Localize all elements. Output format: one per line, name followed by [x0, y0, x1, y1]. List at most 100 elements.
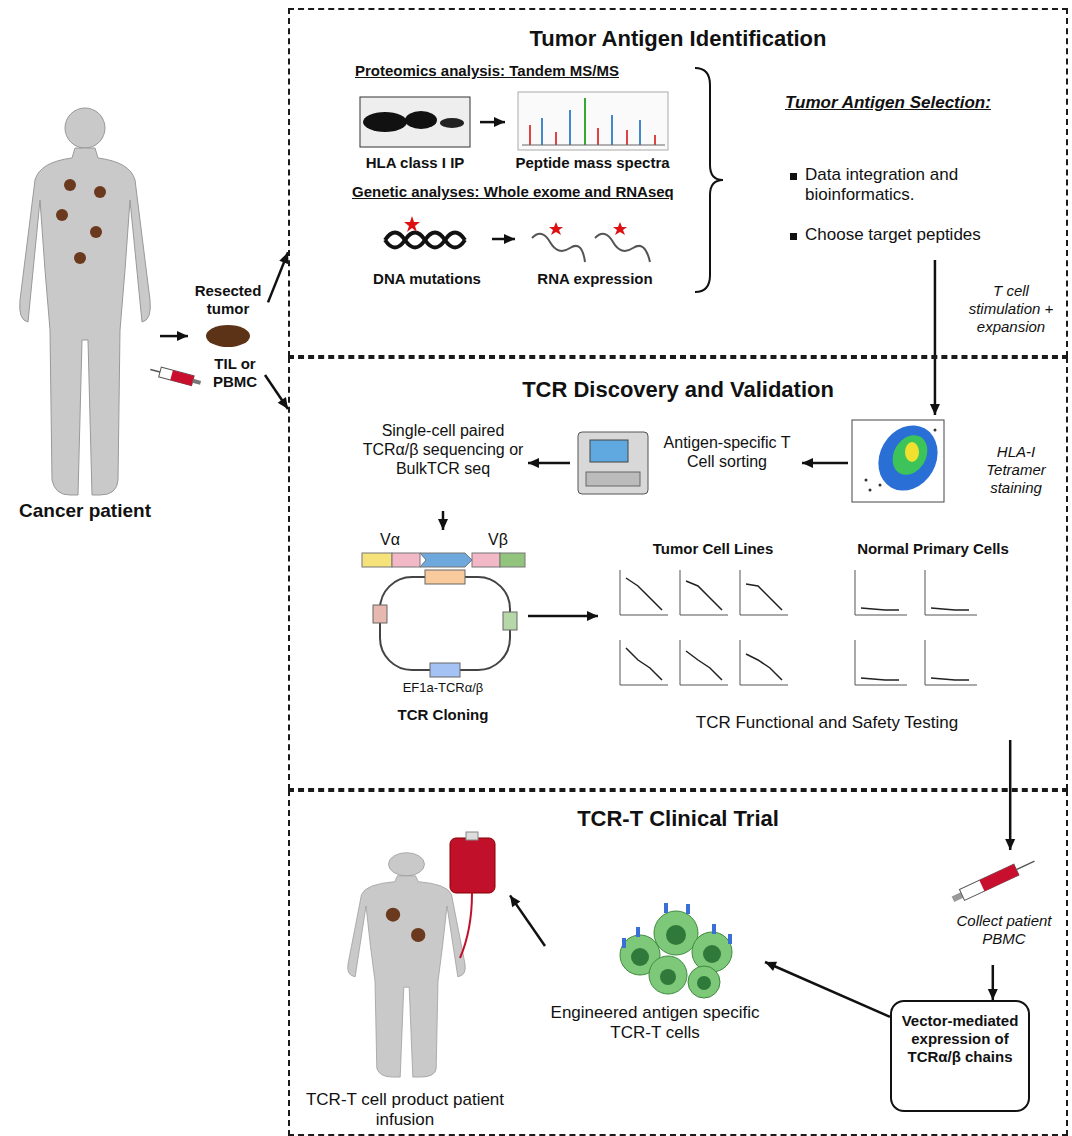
step-node: Collect patient PBMC: [948, 850, 1060, 965]
node-text: Antigen-specific T Cell sorting: [656, 433, 798, 471]
arrow-line: [265, 375, 288, 409]
tcr-t-cells: [636, 927, 640, 937]
node-text: Single-cell paired TCRα/β sequencing or …: [358, 421, 528, 479]
cell-sorter: [590, 440, 628, 462]
patient-figure: [65, 108, 105, 148]
node-text: Collect patient PBMC: [948, 912, 1060, 948]
bullet-marks: [790, 233, 797, 240]
node-text: TCR Functional and Safety Testing: [598, 713, 1056, 733]
killing-plots: [861, 678, 899, 680]
node-text: DNA mutations: [362, 270, 492, 288]
flow-plot: [905, 442, 919, 462]
patient-figure: [20, 108, 151, 495]
node-text: Tumor Antigen Selection:: [785, 93, 1047, 113]
flow-arrow: [1005, 740, 1015, 850]
dna-helix: [385, 233, 465, 248]
node-text: Vβ: [478, 530, 518, 549]
plasmid-map: [420, 553, 472, 567]
node-text: Cancer patient: [10, 500, 160, 523]
rna-strands: [532, 234, 585, 262]
plasmid-map: [503, 612, 517, 630]
step-node: TIL or PBMC: [205, 355, 265, 405]
section-subheading: Genetic analyses: Whole exome and RNAseq: [352, 183, 682, 201]
section-panel: TCR-T Clinical TrialCollect patient PBMC…: [288, 790, 1068, 1136]
arrow-head: [177, 331, 188, 341]
arrow-head: [504, 234, 515, 244]
arrow-head: [494, 117, 505, 127]
infusion-patient: [386, 908, 400, 922]
western-blot: [360, 97, 470, 147]
blood-bag: [450, 832, 495, 958]
step-node: Antigen-specific T Cell sorting: [570, 415, 802, 511]
node-text: Peptide mass spectra: [505, 154, 680, 172]
flow-plot: [852, 415, 949, 502]
western-blot: [440, 118, 464, 128]
syringe-icon: [192, 379, 201, 385]
mass-spectrum: [541, 118, 543, 145]
step-node: Engineered antigen specific TCR-T cells: [545, 898, 765, 1058]
node-text: TCR-T cell product patient infusion: [300, 1090, 510, 1131]
section-panel: TCR Discovery and ValidationHLA-I Tetram…: [288, 357, 1068, 790]
killing-plots: [861, 608, 899, 610]
pbmc-syringe: [979, 864, 1019, 891]
tcr-t-cells: [688, 966, 720, 998]
node-text: HLA-I Tetramer staining: [976, 443, 1056, 497]
plasmid-map: [425, 570, 465, 584]
step-node: Tumor Antigen Selection:Data integration…: [765, 85, 1055, 260]
tcr-t-cells: [654, 911, 698, 955]
step-node: Single-cell paired TCRα/β sequencing or …: [358, 415, 528, 511]
flow-plot: [869, 489, 872, 492]
node-text: TCR Cloning: [358, 706, 528, 724]
flow-arrow: [930, 260, 940, 415]
node-text: Vα: [370, 530, 410, 549]
node-text: HLA class I IP: [350, 154, 480, 172]
flow-arrow: [265, 375, 288, 409]
flow-plot: [879, 484, 882, 487]
plasmid-map: [430, 663, 460, 677]
mass-spectrum: [654, 135, 656, 145]
node-text: Engineered antigen specific TCR-T cells: [545, 1003, 765, 1044]
step-node: Tumor Cell LinesNormal Primary CellsTCR …: [598, 535, 1056, 740]
patient-figure: [90, 226, 102, 238]
killing-plots: [680, 570, 728, 615]
arrow-head: [438, 519, 448, 530]
western-blot: [405, 111, 437, 129]
pbmc-syringe: [1016, 861, 1034, 869]
mass-spectrum: [597, 128, 599, 145]
arrow-line: [1009, 740, 1012, 850]
plasmid-map: [392, 553, 420, 567]
flow-arrow: [510, 895, 545, 946]
syringe-icon: [150, 369, 160, 372]
tcr-t-cells: [692, 932, 732, 972]
bullet-marks: [790, 173, 797, 240]
arrow-head: [765, 962, 777, 971]
arrow-head: [587, 611, 598, 621]
syringe-icon: [149, 365, 202, 388]
arrow-head: [930, 404, 940, 415]
node-text: Choose target peptides: [805, 225, 1045, 245]
flow-arrow: [765, 962, 890, 1017]
tcr-t-cells: [631, 948, 649, 966]
killing-plots: [686, 581, 722, 610]
flow-arrow: [528, 611, 598, 621]
tcr-t-cells: [622, 903, 732, 948]
western-blot: [360, 97, 470, 147]
blood-bag: [450, 838, 495, 893]
node-text: Vector-mediated expression of TCRα/β cha…: [898, 1012, 1022, 1066]
arrow-head: [510, 895, 520, 907]
dna-helix: [385, 216, 465, 248]
killing-plots: [620, 570, 668, 615]
syringe-icon: [170, 370, 194, 385]
arrow-head: [1005, 839, 1015, 850]
step-node: VαVβEF1a-TCRα/βTCR Cloning: [358, 530, 528, 735]
flow-arrow: [160, 331, 188, 341]
mass-spectrum: [518, 92, 668, 150]
step-node: TCR-T cell product patient infusion: [300, 835, 510, 1136]
section-title: TCR-T Clinical Trial: [290, 806, 1066, 832]
tumor-icon: [206, 325, 250, 347]
mass-spectrum: [529, 125, 531, 145]
tcr-t-cells: [666, 925, 686, 945]
mass-spectrum: [626, 130, 628, 145]
section-title: TCR Discovery and Validation: [290, 377, 1066, 403]
killing-plots: [925, 570, 977, 615]
